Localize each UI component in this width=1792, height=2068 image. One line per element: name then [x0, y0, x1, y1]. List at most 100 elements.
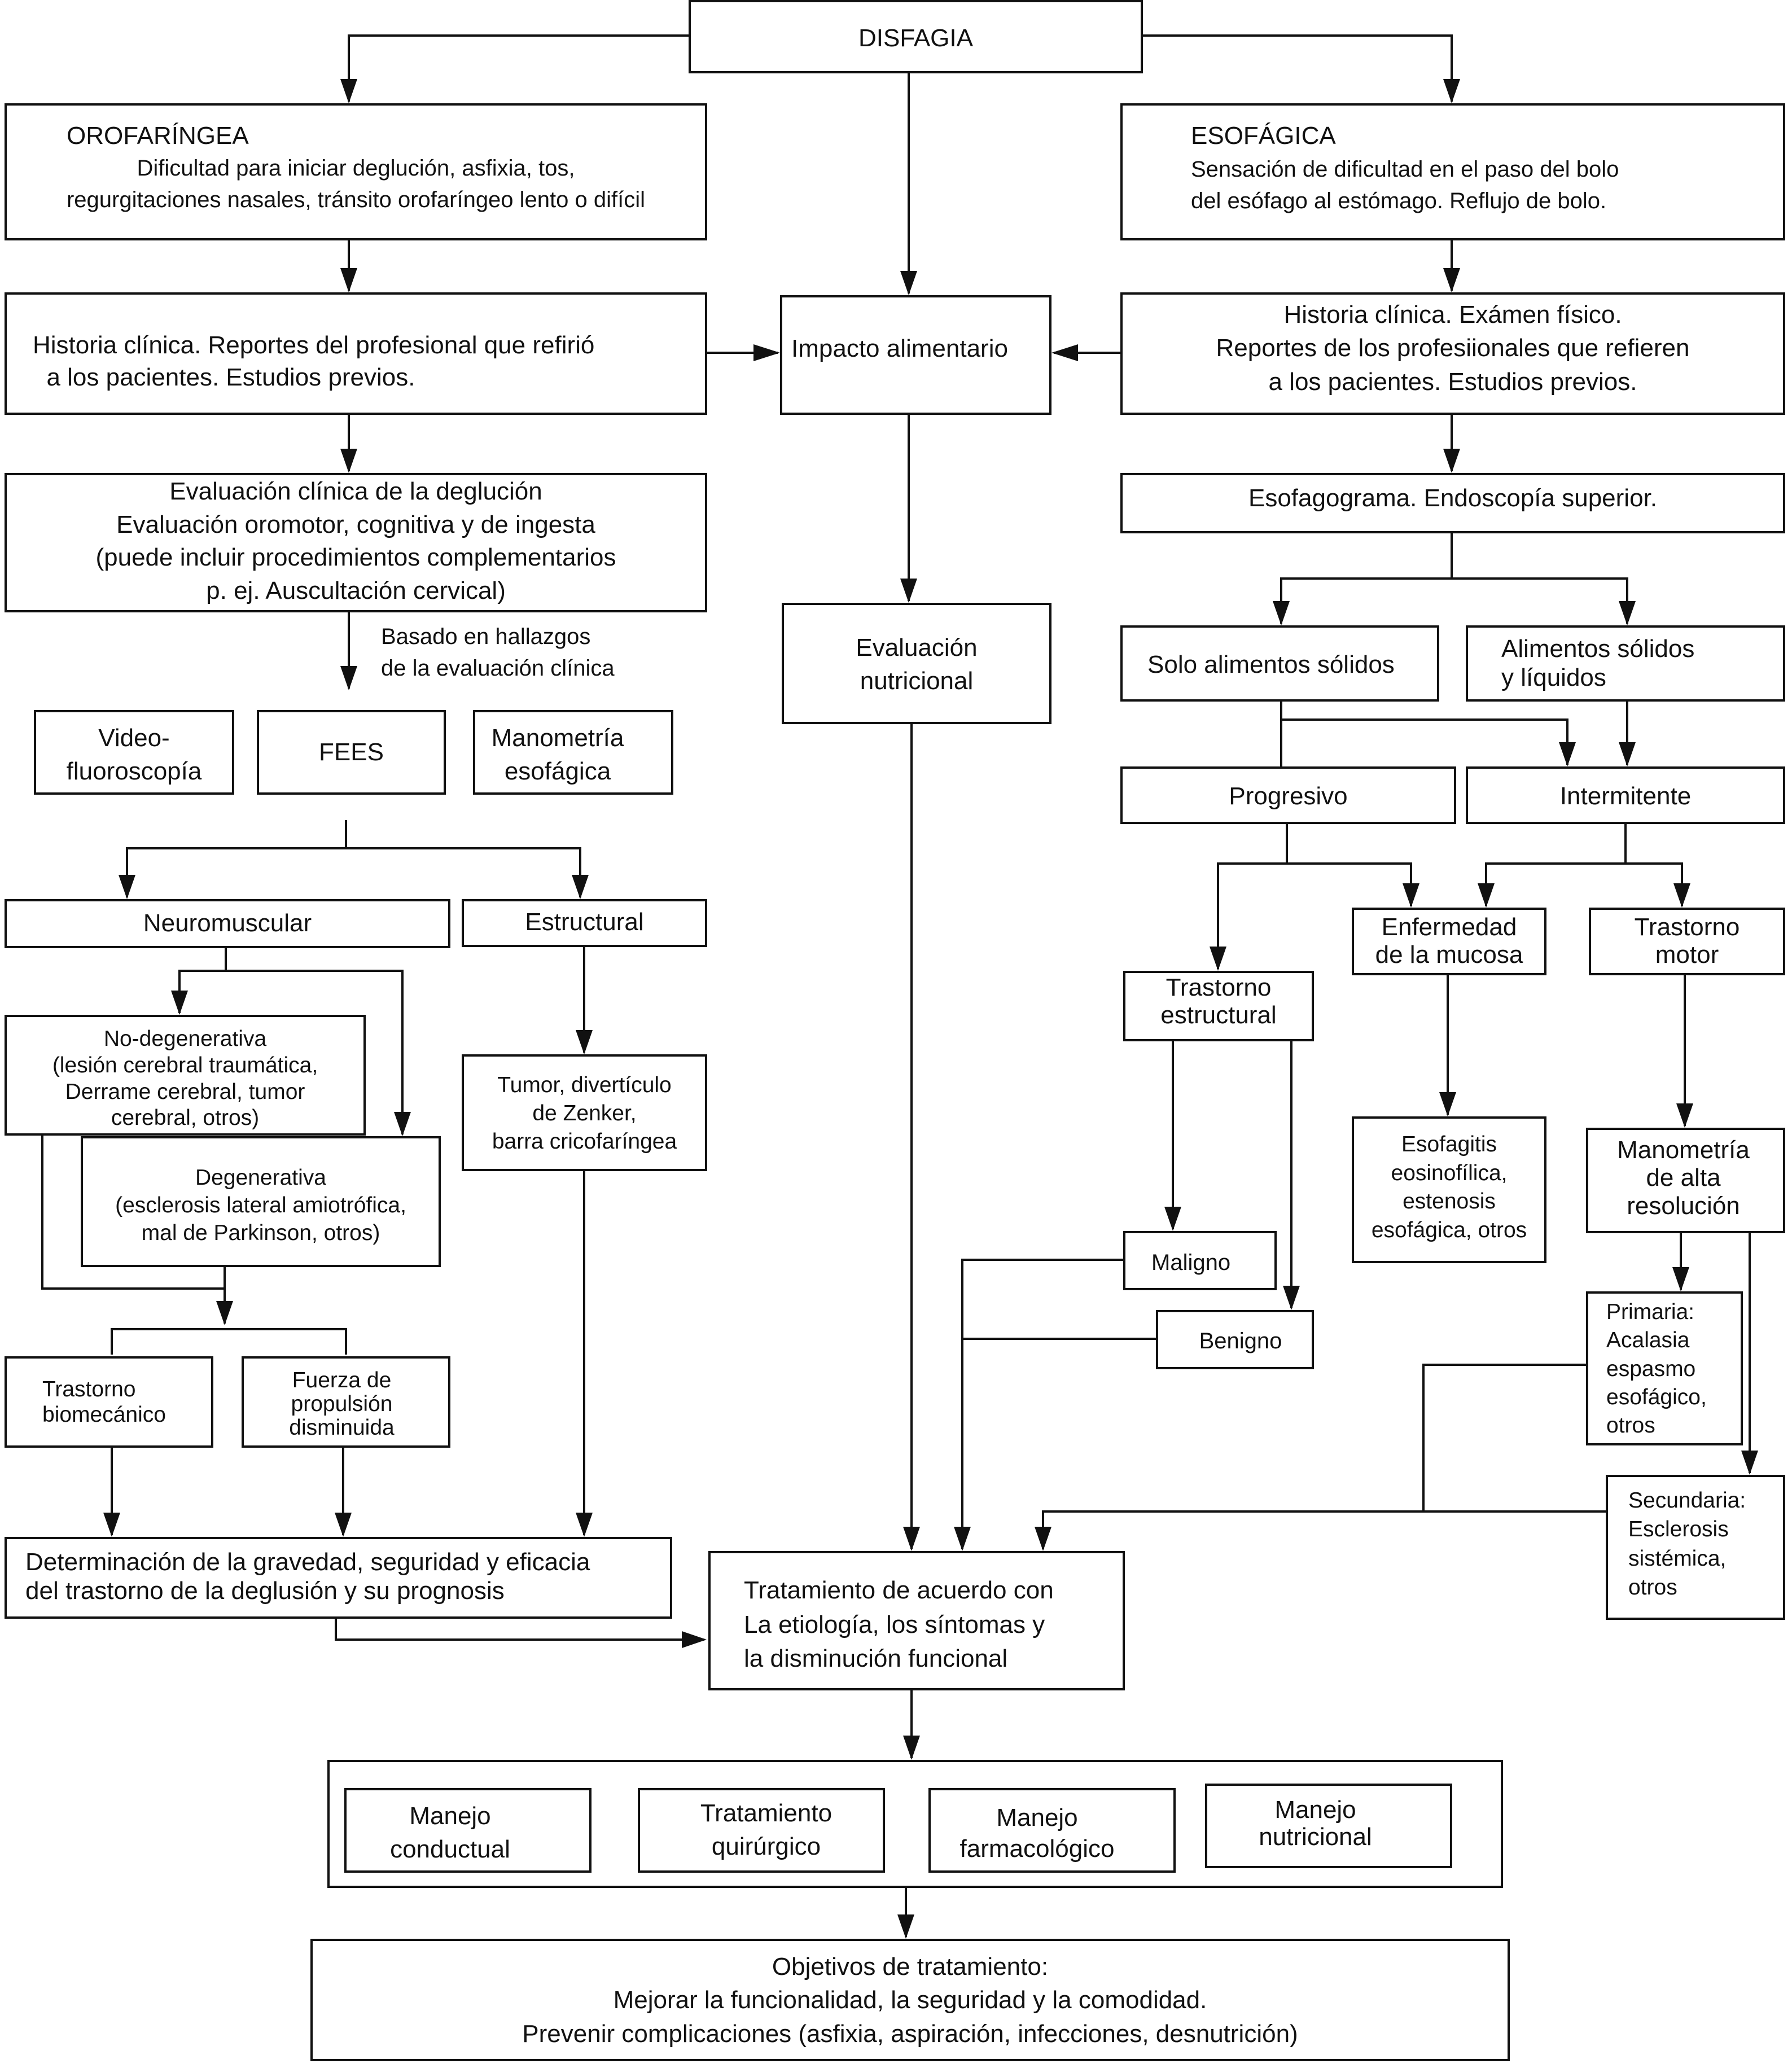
tumor-node: [462, 1054, 707, 1171]
historia-clinica-right-text: Historia clínica. Exámen físico. Reporte…: [1216, 301, 1690, 396]
degenerativa-node: [81, 1136, 441, 1267]
manejo-nutricional-text: Manejo nutricional: [1259, 1796, 1372, 1851]
tratamiento-text: Tratamiento de acuerdo con La etiología,…: [744, 1576, 1054, 1673]
objetivos-node: [310, 1939, 1510, 2061]
trastorno-biomecanico-node: [5, 1356, 213, 1448]
arrow-disfagia-eso: [1141, 34, 1453, 102]
evaluacion-nutricional-node: [782, 603, 1051, 724]
neuromuscular-node: [5, 899, 450, 948]
impacto-alimentario-text: Impacto alimentario: [791, 335, 1008, 362]
evaluacion-clinica-text: Evaluación clínica de la deglución Evalu…: [95, 477, 616, 604]
manometria-alta-text: Manometría de alta resolución: [1617, 1136, 1750, 1220]
fees-text: FEES: [319, 738, 384, 766]
intermitente-node: [1466, 766, 1785, 824]
esofagograma-node: [1120, 473, 1785, 533]
enfermedad-mucosa-text: Enfermedad de la mucosa: [1375, 913, 1523, 969]
esofagitis-text: Esofagitis eosinofílica, estenosis esofá…: [1371, 1132, 1527, 1243]
benigno-node: [1156, 1310, 1314, 1369]
manejo-conductual-text: Manejo conductual: [390, 1802, 510, 1864]
arrow-secundaria-tratamiento: [1042, 1510, 1606, 1549]
tratamiento-quirurgico-text: Tratamiento quirúrgico: [700, 1799, 833, 1861]
fuerza-propulsion-text: Fuerza de propulsión disminuida: [289, 1368, 395, 1440]
trastorno-estructural-node: [1123, 971, 1314, 1041]
fuerza-propulsion-node: [242, 1356, 450, 1448]
historia-clinica-right-node: [1120, 292, 1785, 415]
arrow-progresivo-mucosa: [1287, 862, 1412, 906]
arrow-esof-solidos: [1280, 533, 1453, 624]
secundaria-node: [1606, 1475, 1785, 1620]
arrow-esof-solidosliq: [1452, 577, 1628, 624]
tratamiento-node: [708, 1551, 1125, 1690]
primaria-text: Primaria: Acalasia espasmo esofágico, ot…: [1606, 1300, 1707, 1438]
tratamiento-quirurgico-node: [638, 1788, 885, 1873]
intermitente-text: Intermitente: [1559, 782, 1692, 810]
esofagitis-node: [1352, 1116, 1546, 1263]
determinacion-gravedad-text: Determinación de la gravedad, seguridad …: [25, 1548, 590, 1605]
manometria-esofagica-text: Manometría esofágica: [491, 724, 624, 786]
arrow-intermitente-motor: [1625, 862, 1683, 906]
manejo-farmacologico-text: Manejo farmacológico: [959, 1804, 1115, 1863]
arrow-disfagia-oro: [348, 34, 689, 102]
arrow-maligno-tratamiento: [961, 1259, 1123, 1549]
solo-solidos-node: [1120, 625, 1439, 702]
evaluacion-clinica-node: [5, 473, 707, 612]
orofaringea-title: OROFARÍNGEA: [67, 122, 249, 150]
arrow-neuro-degen: [226, 970, 404, 1134]
secundaria-text: Secundaria: Esclerosis sistémica, otros: [1628, 1488, 1746, 1600]
historia-clinica-left-text: Historia clínica. Reportes del profesion…: [33, 331, 595, 392]
enfermedad-mucosa-node: [1352, 908, 1546, 975]
arrow-progresivo-trastorno: [1217, 824, 1288, 969]
progresivo-node: [1120, 766, 1456, 824]
benigno-text: Benigno: [1199, 1329, 1282, 1353]
disfagia-title: DISFAGIA: [858, 24, 973, 52]
orofaringea-description: Dificultad para iniciar deglución, asfix…: [66, 156, 646, 212]
videofluoroscopia-text: Video- fluoroscopía: [66, 724, 202, 786]
determinacion-gravedad-node: [5, 1537, 672, 1619]
basado-en-hallazgos-label: Basado en hallazgos de la evaluación clí…: [381, 624, 615, 681]
tumor-text: Tumor, divertículo de Zenker, barra cric…: [492, 1073, 677, 1154]
line-primaria-merge: [1422, 1364, 1586, 1511]
solo-solidos-text: Solo alimentos sólidos: [1147, 651, 1395, 678]
line-tests-estructural: [346, 847, 581, 897]
no-degenerativa-node: [5, 1015, 366, 1136]
arrow-solidos-intermitente: [1281, 718, 1568, 765]
manometria-esofagica-node: [473, 710, 673, 795]
fees-node: [257, 710, 446, 795]
line-nodegen-merge: [41, 1136, 225, 1290]
maligno-text: Maligno: [1151, 1250, 1231, 1275]
arrow-gravedad-tratamiento: [335, 1619, 704, 1641]
arrow-neuro-nodegen: [178, 948, 227, 1013]
trastorno-biomecanico-text: Trastorno biomecánico: [42, 1377, 166, 1427]
videofluoroscopia-node: [34, 710, 234, 795]
disfagia-node: [689, 0, 1143, 73]
trastorno-motor-node: [1589, 908, 1785, 975]
line-merge-split: [111, 1328, 347, 1355]
arrow-intermitente-mucosa: [1485, 824, 1627, 906]
solidos-liquidos-node: [1466, 625, 1785, 702]
orofaringea-node: [5, 103, 707, 240]
manejo-nutricional-node: [1205, 1784, 1452, 1868]
esofagica-node: [1120, 103, 1785, 240]
degenerativa-text: Degenerativa (esclerosis lateral amiotró…: [115, 1166, 406, 1245]
manejo-farmacologico-node: [928, 1788, 1176, 1873]
manometria-alta-node: [1586, 1128, 1785, 1233]
evaluacion-nutricional-text: Evaluación nutricional: [856, 634, 978, 695]
maligno-node: [1123, 1231, 1277, 1290]
no-degenerativa-text: No-degenerativa (lesión cerebral traumát…: [52, 1027, 318, 1131]
estructural-text: Estructural: [525, 908, 644, 936]
objetivos-text: Objetivos de tratamiento: Mejorar la fun…: [522, 1953, 1298, 2048]
estructural-node: [462, 899, 707, 947]
esofagica-title: ESOFÁGICA: [1191, 122, 1336, 150]
esofagograma-text: Esofagograma. Endoscopía superior.: [1248, 484, 1657, 512]
primaria-node: [1586, 1291, 1743, 1445]
solidos-liquidos-text: Alimentos sólidos y líquidos: [1501, 635, 1695, 691]
manejo-conductual-node: [344, 1788, 592, 1873]
arrow-tests-neuro: [126, 820, 347, 897]
trastorno-motor-text: Trastorno motor: [1634, 913, 1740, 969]
arrowheads: [103, 79, 1758, 1939]
historia-clinica-left-node: [5, 292, 707, 415]
impacto-alimentario-node: [780, 295, 1051, 415]
progresivo-text: Progresivo: [1229, 782, 1348, 810]
